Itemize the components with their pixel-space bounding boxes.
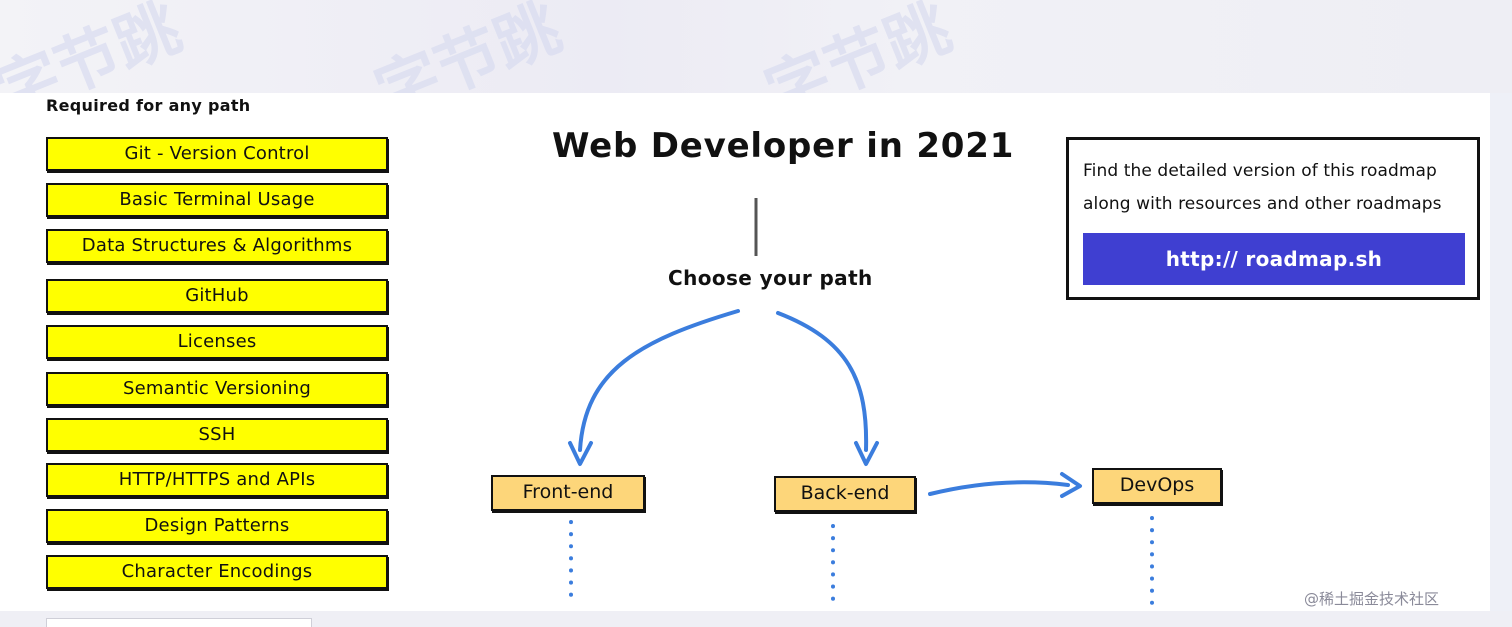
topic-design-patterns[interactable]: Design Patterns [46,509,388,543]
required-heading: Required for any path [46,96,251,115]
path-devops[interactable]: DevOps [1092,468,1222,504]
topic-licenses[interactable]: Licenses [46,325,388,359]
arrow-to-devops [928,480,1070,496]
info-panel: Find the detailed version of this roadma… [1066,137,1480,300]
right-background [1490,93,1512,611]
top-background [0,0,1512,93]
arrow-to-frontend [578,309,740,452]
arrow-to-backend [776,311,869,452]
path-frontend[interactable]: Front-end [491,475,645,511]
roadmap-link-button[interactable]: http:// roadmap.sh [1083,233,1465,285]
partial-box [46,618,312,627]
topic-terminal[interactable]: Basic Terminal Usage [46,183,388,217]
bottom-background [0,611,1512,627]
arrowhead-devops [1060,472,1082,498]
topic-github[interactable]: GitHub [46,279,388,313]
arrowhead-frontend [568,441,593,466]
topic-character-encodings[interactable]: Character Encodings [46,555,388,589]
topic-git[interactable]: Git - Version Control [46,137,388,171]
roadmap-title: Web Developer in 2021 [552,126,1015,166]
arrowhead-backend [854,441,879,466]
path-backend[interactable]: Back-end [774,476,916,512]
topic-semantic-versioning[interactable]: Semantic Versioning [46,372,388,406]
choose-path-label: Choose your path [668,266,873,290]
topic-http-apis[interactable]: HTTP/HTTPS and APIs [46,463,388,497]
watermark-credit: @稀土掘金技术社区 [1304,590,1440,608]
topic-ssh[interactable]: SSH [46,418,388,452]
info-text-line-1: Find the detailed version of this roadma… [1083,161,1437,181]
info-text-line-2: along with resources and other roadmaps [1083,194,1442,214]
topic-data-structures[interactable]: Data Structures & Algorithms [46,229,388,263]
